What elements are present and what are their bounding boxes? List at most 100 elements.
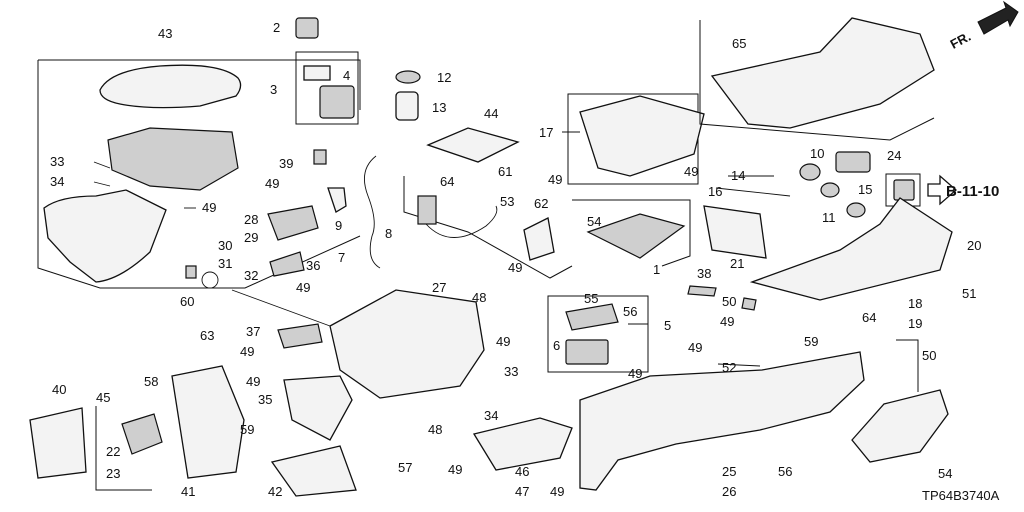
vent-45 bbox=[121, 413, 163, 455]
callout-label: 57 bbox=[398, 460, 412, 475]
callout-label: 49 bbox=[550, 484, 564, 499]
callout-label: 6 bbox=[553, 338, 560, 353]
spring-31 bbox=[201, 271, 219, 289]
callout-label: 1 bbox=[653, 262, 660, 277]
duct-46-47 bbox=[472, 417, 573, 471]
switch-cover-4 bbox=[303, 65, 331, 81]
panel-21 bbox=[703, 205, 767, 259]
callout-label: 59 bbox=[804, 334, 818, 349]
callout-label: 55 bbox=[584, 291, 598, 306]
part-36 bbox=[269, 251, 305, 277]
callout-label: 19 bbox=[908, 316, 922, 331]
part-11 bbox=[846, 202, 866, 218]
module-6 bbox=[565, 339, 609, 365]
part-39 bbox=[313, 149, 327, 165]
callout-label: 49 bbox=[688, 340, 702, 355]
reference-part bbox=[893, 179, 915, 201]
module-6-group-frame bbox=[547, 295, 649, 373]
bracket-42 bbox=[270, 445, 357, 497]
callout-label: 25 bbox=[722, 464, 736, 479]
callout-label: 23 bbox=[106, 466, 120, 481]
socket-cap-12 bbox=[395, 70, 421, 84]
callout-label: 5 bbox=[664, 318, 671, 333]
callout-label: 59 bbox=[240, 422, 254, 437]
callout-label: 9 bbox=[335, 218, 342, 233]
switch-group-frame bbox=[295, 51, 359, 125]
callout-label: 50 bbox=[722, 294, 736, 309]
callout-label: 10 bbox=[810, 146, 824, 161]
drawing-code: TP64B3740A bbox=[922, 488, 1000, 503]
reference-tag: B-11-10 bbox=[946, 183, 999, 200]
callout-label: 36 bbox=[306, 258, 320, 273]
part-9 bbox=[327, 187, 347, 213]
callout-label: 61 bbox=[498, 164, 512, 179]
part-drawings bbox=[29, 0, 1019, 497]
armrest-base bbox=[43, 189, 167, 283]
callout-label: 14 bbox=[731, 168, 745, 183]
callout-label: 34 bbox=[50, 174, 64, 189]
callout-label: 49 bbox=[296, 280, 310, 295]
callout-label: 31 bbox=[218, 256, 232, 271]
leader-line bbox=[715, 187, 791, 197]
callout-label: 64 bbox=[862, 310, 876, 325]
module-group-frame bbox=[572, 199, 691, 267]
part-38 bbox=[687, 285, 717, 297]
callout-label: 21 bbox=[730, 256, 744, 271]
callout-label: 43 bbox=[158, 26, 172, 41]
panel-40 bbox=[29, 407, 87, 479]
callout-label: 34 bbox=[484, 408, 498, 423]
callout-label: 49 bbox=[628, 366, 642, 381]
bracket-63 bbox=[523, 217, 555, 261]
callout-label: 51 bbox=[962, 286, 976, 301]
panel-45-group-frame bbox=[95, 406, 152, 491]
callout-label: 49 bbox=[720, 314, 734, 329]
callout-label: 62 bbox=[534, 196, 548, 211]
callout-label: 42 bbox=[268, 484, 282, 499]
callout-label: 53 bbox=[500, 194, 514, 209]
bracket-56 bbox=[565, 303, 619, 331]
callout-label: 26 bbox=[722, 484, 736, 499]
reference-arrow-icon bbox=[927, 174, 957, 206]
callout-label: 54 bbox=[938, 466, 952, 481]
panel-group-frame bbox=[896, 339, 919, 392]
callout-label: 15 bbox=[858, 182, 872, 197]
switch-2 bbox=[295, 17, 319, 39]
callout-label: 29 bbox=[244, 230, 258, 245]
callout-label: 33 bbox=[50, 154, 64, 169]
callout-label: 11 bbox=[822, 210, 836, 225]
callout-label: 3 bbox=[270, 82, 277, 97]
callout-label: 58 bbox=[144, 374, 158, 389]
armrest-hinge bbox=[107, 127, 239, 191]
callout-label: 30 bbox=[218, 238, 232, 253]
main-frame-27 bbox=[329, 289, 485, 399]
switch-3 bbox=[319, 85, 355, 119]
cable-62 bbox=[425, 205, 498, 238]
callout-label: 4 bbox=[343, 68, 350, 83]
callout-label: 50 bbox=[922, 348, 936, 363]
callout-label: 47 bbox=[515, 484, 529, 499]
callout-label: 8 bbox=[385, 226, 392, 241]
console-top-66 bbox=[710, 17, 935, 129]
part-61 bbox=[185, 265, 197, 279]
connector-65 bbox=[417, 195, 437, 225]
callout-label: 38 bbox=[697, 266, 711, 281]
part-10 bbox=[799, 163, 821, 181]
callout-label: 49 bbox=[240, 344, 254, 359]
callout-label: 49 bbox=[684, 164, 698, 179]
panel-41 bbox=[171, 365, 245, 479]
front-direction-arrow-icon bbox=[977, 0, 1019, 35]
callout-label: 49 bbox=[202, 200, 216, 215]
leader-line bbox=[93, 161, 111, 169]
callout-label: 39 bbox=[279, 156, 293, 171]
callout-label: 18 bbox=[908, 296, 922, 311]
callout-label: 49 bbox=[548, 172, 562, 187]
callout-label: 64 bbox=[440, 174, 454, 189]
wire-harness-8 bbox=[363, 155, 381, 269]
callout-label: 49 bbox=[508, 260, 522, 275]
module-1 bbox=[586, 213, 686, 259]
callout-label: 22 bbox=[106, 444, 120, 459]
callout-label: 60 bbox=[180, 294, 194, 309]
panel-18-19 bbox=[851, 389, 949, 463]
callout-label: 48 bbox=[472, 290, 486, 305]
usb-group-frame bbox=[403, 176, 573, 279]
